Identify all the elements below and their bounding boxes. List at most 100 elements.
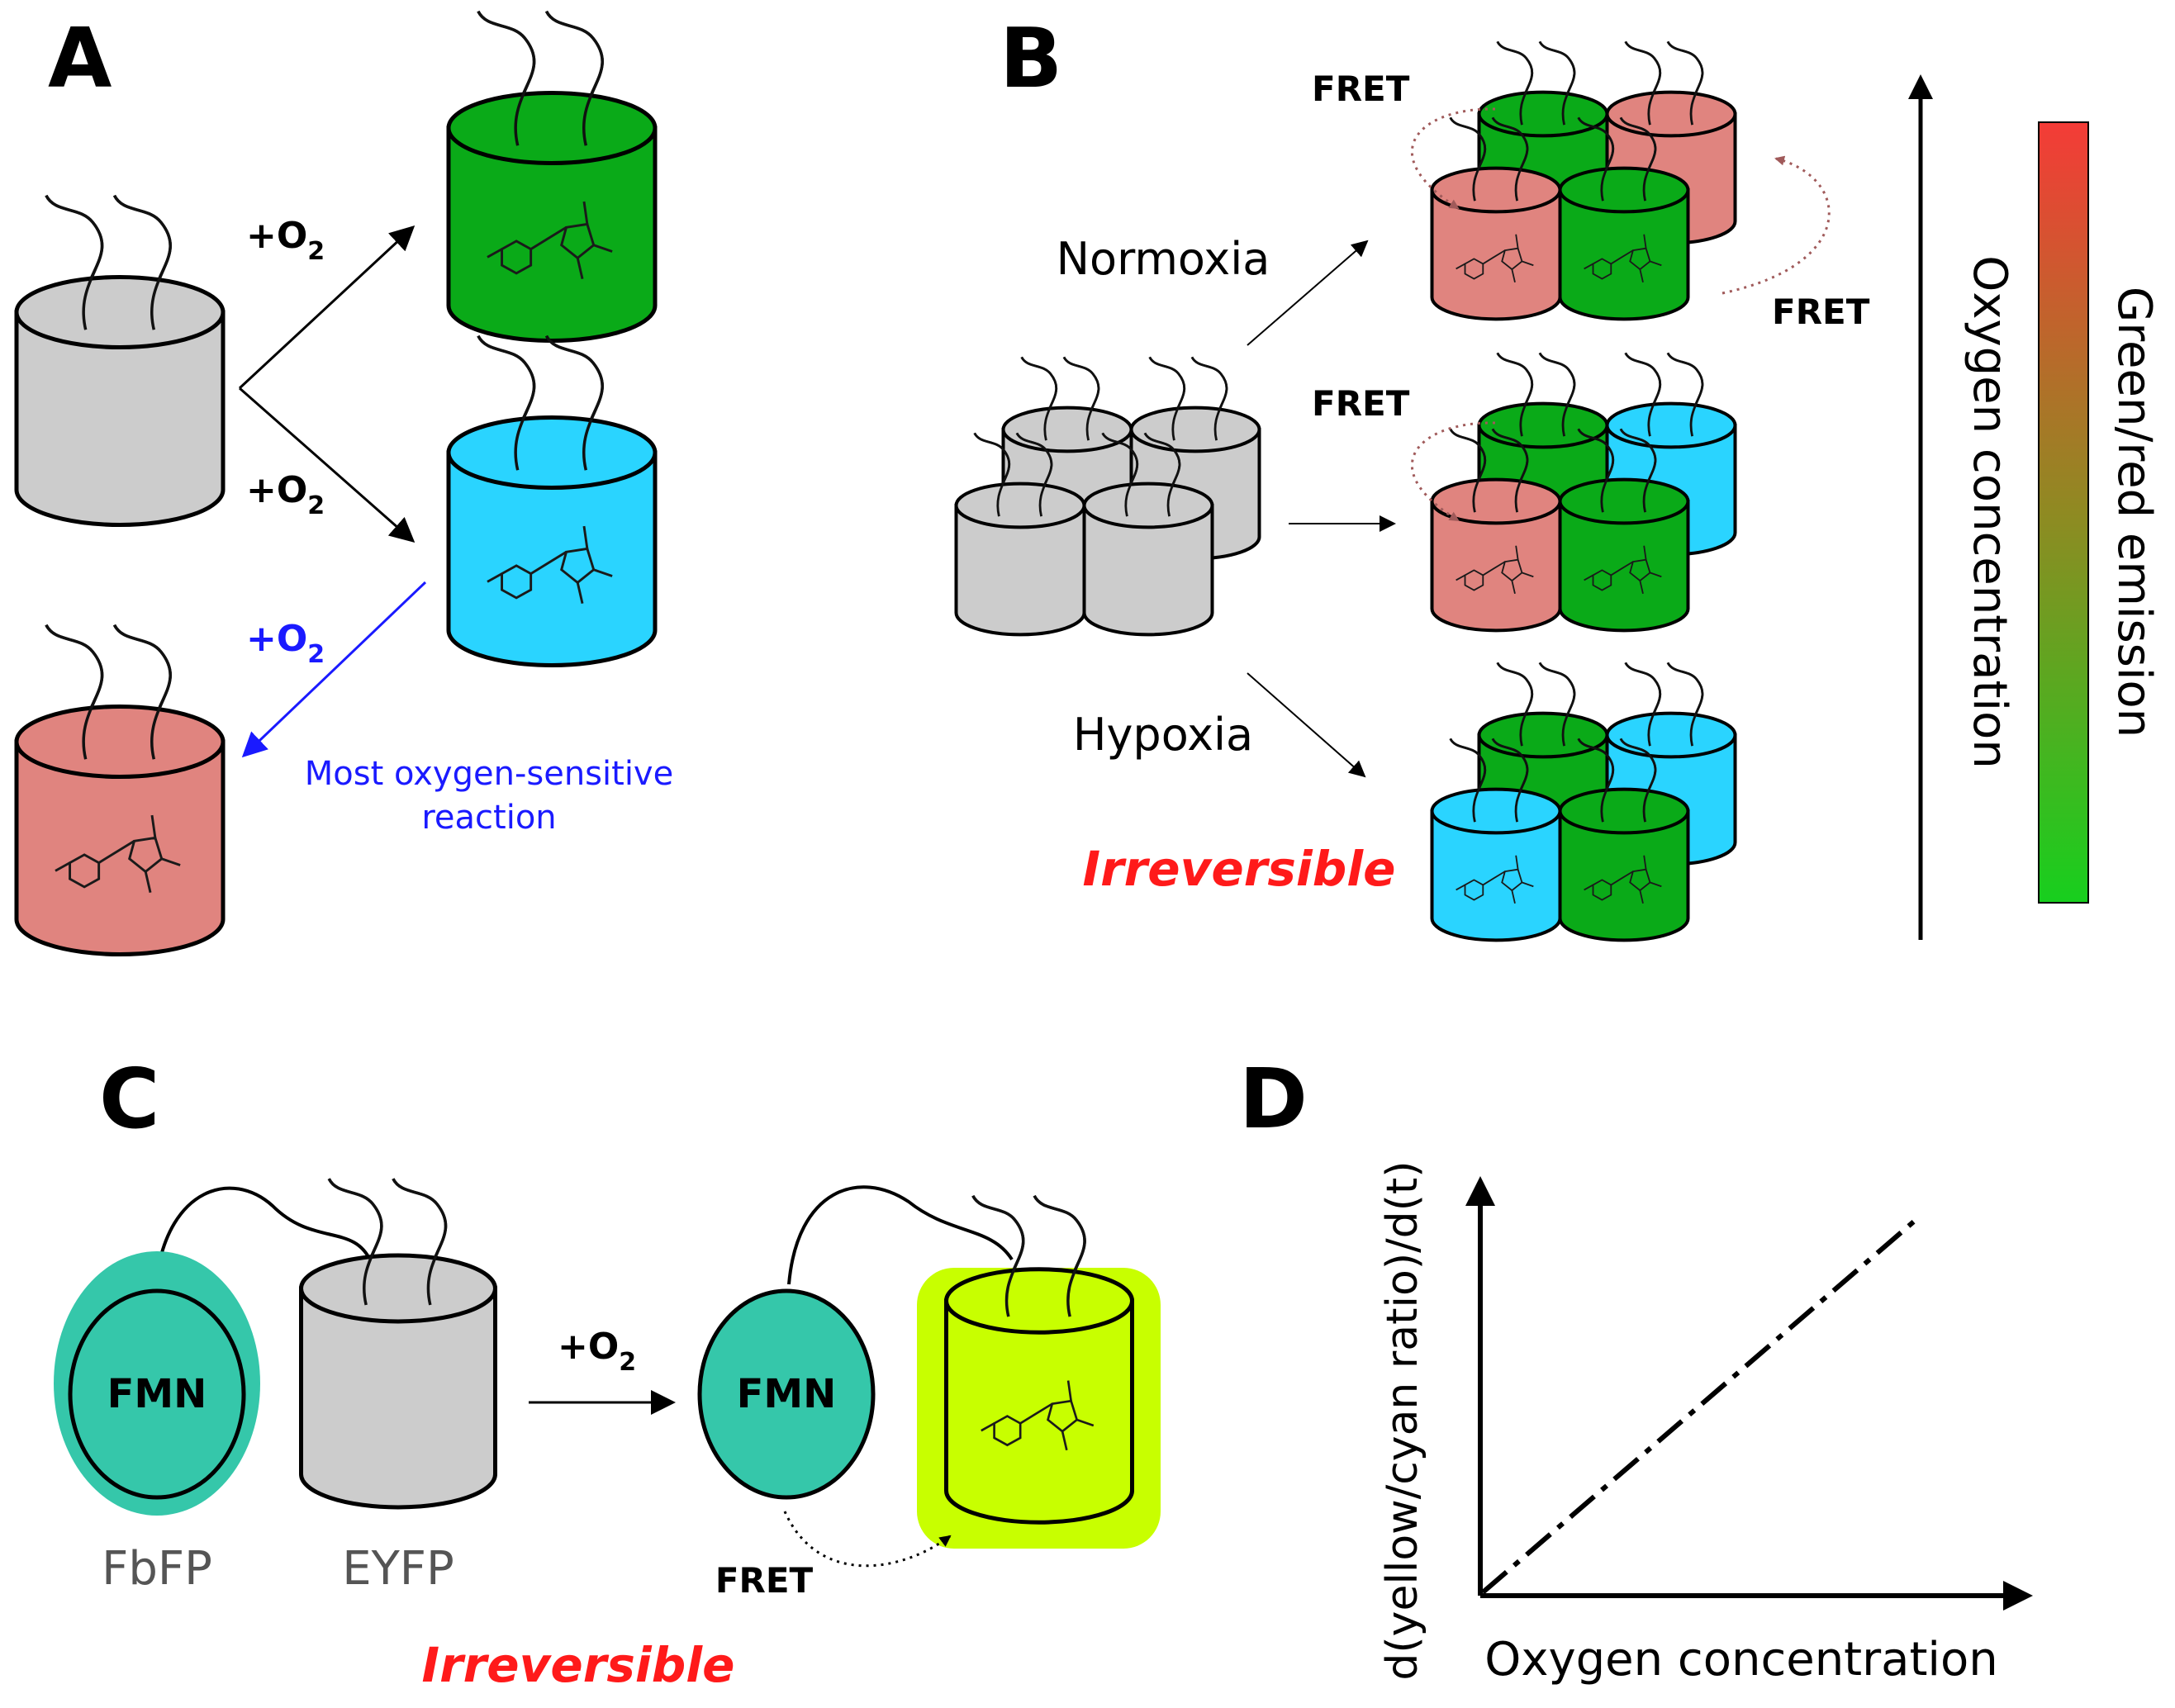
cylinder-gray-eyfp	[299, 1178, 497, 1510]
middle-cluster-front-left-tails-front	[1449, 428, 1529, 513]
linker-left	[155, 1186, 373, 1277]
cylinder-gray-eyfp-body	[299, 1286, 497, 1510]
fmn-oval-left	[68, 1288, 246, 1500]
hypoxia-cluster-front-left-tails-front	[1449, 738, 1529, 823]
normoxia-cluster-front-left-tails-front	[1449, 116, 1529, 202]
arrow-to-cyan	[239, 387, 416, 543]
cylinder-gray-a	[14, 194, 226, 527]
gray-cluster-back-right-tails-front	[1148, 356, 1228, 441]
middle-cluster-back-right-tails-front	[1624, 352, 1704, 437]
panel-a-cylinders	[14, 10, 658, 956]
cylinder-cyan-a-tails-front	[477, 334, 604, 471]
fret-label-right: FRET	[1772, 292, 1870, 332]
irreversible-label-b: Irreversible	[1082, 841, 1395, 897]
cylinder-cyan-a-body	[446, 450, 658, 667]
hypoxia-cluster-front-right-tails-front	[1577, 738, 1657, 823]
fbfp-label: FbFP	[102, 1542, 212, 1596]
fmn-oval-right	[697, 1288, 876, 1500]
gray-cluster-front-right	[1082, 432, 1214, 637]
plus-o2-label-blue: +O2	[246, 618, 325, 669]
fret-label-c: FRET	[715, 1560, 814, 1601]
fmn-label-right: FMN	[737, 1371, 837, 1417]
most-sensitive-line1: Most oxygen-sensitive	[305, 755, 673, 793]
cylinder-red-a	[14, 624, 226, 956]
hypoxia-cluster-front-right-top	[1558, 787, 1690, 835]
d-x-axis-label: Oxygen concentration	[1484, 1633, 1998, 1687]
hypoxia-cluster-front-right-body	[1558, 809, 1690, 942]
gray-cluster-back-left-tails-front	[1020, 356, 1100, 441]
normoxia-cluster-front-right-tails-front	[1577, 116, 1657, 202]
d-dashed-line	[1481, 1218, 1916, 1595]
fret-arrow-c	[783, 1511, 952, 1568]
gray-cluster-back-right-top	[1129, 406, 1261, 453]
hypoxia-cluster-back-right-top	[1605, 711, 1737, 759]
linker-right	[787, 1185, 1014, 1285]
cylinder-gray-a-body	[14, 310, 226, 527]
cylinder-gray-eyfp-tails-front	[327, 1178, 448, 1306]
middle-cluster-front-left-body	[1430, 500, 1562, 633]
eyfp-label: EYFP	[342, 1542, 454, 1596]
panel-b-cylinders	[954, 40, 1737, 942]
normoxia-cluster-front-right-top	[1558, 166, 1690, 214]
middle-cluster-back-left-top	[1477, 401, 1609, 449]
middle-cluster-back-left-tails-front	[1496, 352, 1576, 437]
fret-arrow-middle	[1410, 421, 1496, 522]
cylinder-gray-a-top	[14, 275, 226, 349]
fret-arrow-right	[1721, 155, 1831, 295]
plus-o2-label-middle: +O2	[246, 469, 325, 520]
cylinder-yellow-eyfp	[944, 1194, 1134, 1525]
cylinder-gray-a-tails-front	[45, 194, 172, 330]
panel-label-c: C	[99, 1051, 159, 1147]
cylinder-green-a-top	[446, 91, 658, 165]
cylinder-red-a-top	[14, 705, 226, 779]
gray-cluster-back-left-top	[1001, 406, 1133, 453]
panel-label-a: A	[48, 10, 112, 107]
hypoxia-cluster-front-left-body	[1430, 809, 1562, 942]
arrow-to-red-blue	[241, 581, 427, 758]
fmn-label-left: FMN	[107, 1371, 207, 1417]
cylinder-red-a-tails-front	[45, 624, 172, 760]
gray-cluster-front-right-top	[1082, 482, 1214, 529]
panel-label-b: B	[1000, 10, 1062, 107]
normoxia-cluster-front-left-top	[1430, 166, 1562, 214]
cylinder-yellow-eyfp-tails-front	[971, 1194, 1086, 1317]
hypoxia-label: Hypoxia	[1073, 709, 1253, 761]
emission-bar-label: Green/red emission	[2107, 287, 2161, 738]
arrow-to-green	[238, 225, 416, 390]
plus-o2-label-c: +O2	[558, 1326, 636, 1377]
hypoxia-cluster-front-left-top	[1430, 787, 1562, 835]
middle-cluster-front-right	[1558, 428, 1690, 633]
hypoxia-cluster-back-left-tails-front	[1496, 662, 1576, 747]
normoxia-cluster-back-right-top	[1605, 90, 1737, 138]
normoxia-cluster-front-left	[1430, 116, 1562, 321]
hypoxia-cluster-front-right	[1558, 738, 1690, 942]
normoxia-cluster-front-left-body	[1430, 188, 1562, 321]
gray-cluster-front-left-body	[954, 504, 1086, 637]
irreversible-label-c: Irreversible	[421, 1637, 734, 1693]
middle-cluster-back-right-top	[1605, 401, 1737, 449]
gray-cluster-front-left-tails-front	[973, 432, 1053, 517]
d-y-axis-label: d(yellow/cyan ratio)/d(t)	[1378, 1160, 1427, 1680]
cylinder-cyan-a-top	[446, 415, 658, 490]
middle-cluster-front-right-top	[1558, 477, 1690, 525]
arrow-normoxia	[1247, 240, 1369, 346]
plus-o2-label-top: +O2	[246, 215, 325, 266]
gray-cluster-front-right-tails-front	[1101, 432, 1181, 517]
normoxia-cluster-back-left-top	[1477, 90, 1609, 138]
cylinder-cyan-a	[446, 334, 658, 667]
hypoxia-cluster-front-left	[1430, 738, 1562, 942]
hypoxia-cluster-back-left-top	[1477, 711, 1609, 759]
middle-cluster-front-right-tails-front	[1577, 428, 1657, 513]
middle-cluster-front-left	[1430, 428, 1562, 633]
hypoxia-cluster-back-right-tails-front	[1624, 662, 1704, 747]
cylinder-red-a-body	[14, 739, 226, 956]
normoxia-cluster-front-right-body	[1558, 188, 1690, 321]
normoxia-cluster-back-left-tails-front	[1496, 40, 1576, 126]
arrow-hypoxia	[1247, 672, 1366, 778]
cylinder-green-a-body	[446, 126, 658, 343]
gray-cluster-front-right-body	[1082, 504, 1214, 637]
green-red-gradient-bar	[2038, 121, 2089, 904]
fret-label-top: FRET	[1312, 69, 1410, 109]
cylinder-gray-eyfp-top	[299, 1253, 497, 1324]
